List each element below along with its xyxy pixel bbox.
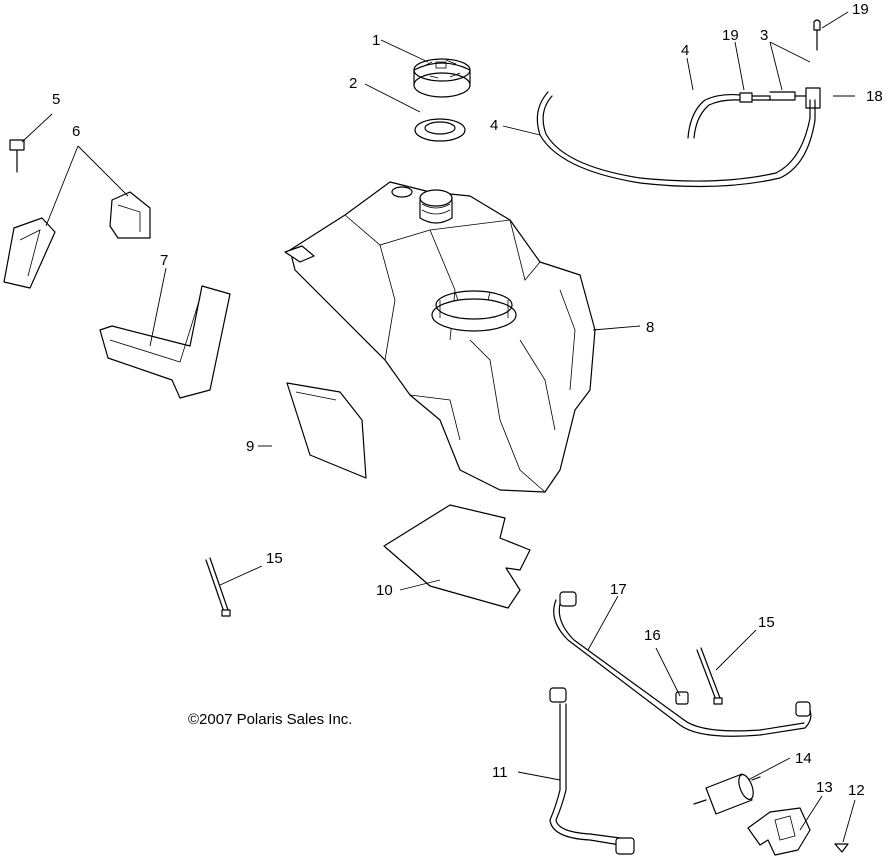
part-13-bracket	[747, 807, 811, 856]
callout-4-upper: 4	[681, 42, 689, 59]
copyright-notice: ©2007 Polaris Sales Inc.	[188, 711, 352, 728]
part-19-vent-fitting	[739, 92, 771, 103]
callout-14: 14	[795, 750, 812, 767]
part-12-clip	[834, 843, 849, 853]
part-9-pad	[286, 382, 367, 479]
part-17-fuel-line	[553, 591, 812, 737]
part-6-pad	[3, 191, 151, 289]
callout-19-left: 19	[722, 27, 739, 44]
callout-4-lower: 4	[490, 117, 498, 134]
callout-16: 16	[644, 627, 661, 644]
callout-11: 11	[492, 764, 508, 781]
callout-10: 10	[376, 582, 393, 599]
callout-15-right: 15	[758, 614, 775, 631]
part-4-vent-hose	[536, 91, 816, 188]
callout-2: 2	[349, 75, 357, 92]
part-10-pad	[383, 504, 531, 609]
callout-15-left: 15	[266, 550, 283, 567]
callout-3: 3	[760, 27, 768, 44]
part-5-push-rivet	[9, 139, 25, 173]
part-14-fuel-filter	[693, 773, 761, 815]
callout-17: 17	[610, 581, 627, 598]
leader-lines	[21, 11, 856, 843]
callout-1: 1	[372, 32, 380, 49]
part-3-tee-connector	[769, 87, 821, 109]
part-1-fuel-cap	[413, 58, 471, 98]
part-16-nut	[675, 691, 689, 705]
part-2-seal-ring	[414, 118, 466, 142]
part-8-fuel-tank	[284, 181, 596, 493]
callout-18: 18	[866, 88, 883, 105]
part-15-cable-tie	[205, 557, 231, 617]
callout-numbers: 1 2 3 4 4 5 6 7 8 9 10 11 12 13 14 15 15…	[52, 1, 883, 799]
part-15-cable-tie	[696, 647, 723, 705]
callout-13: 13	[816, 779, 833, 796]
callout-5: 5	[52, 91, 60, 108]
part-11-fuel-line	[549, 687, 635, 855]
callout-6: 6	[72, 123, 80, 140]
callout-19-top: 19	[852, 1, 869, 18]
callout-9: 9	[246, 438, 254, 455]
callout-8: 8	[646, 319, 654, 336]
part-19-top-fitting	[813, 19, 821, 51]
part-7-l-pad	[99, 285, 231, 399]
callout-12: 12	[848, 782, 865, 799]
callout-7: 7	[160, 252, 168, 269]
